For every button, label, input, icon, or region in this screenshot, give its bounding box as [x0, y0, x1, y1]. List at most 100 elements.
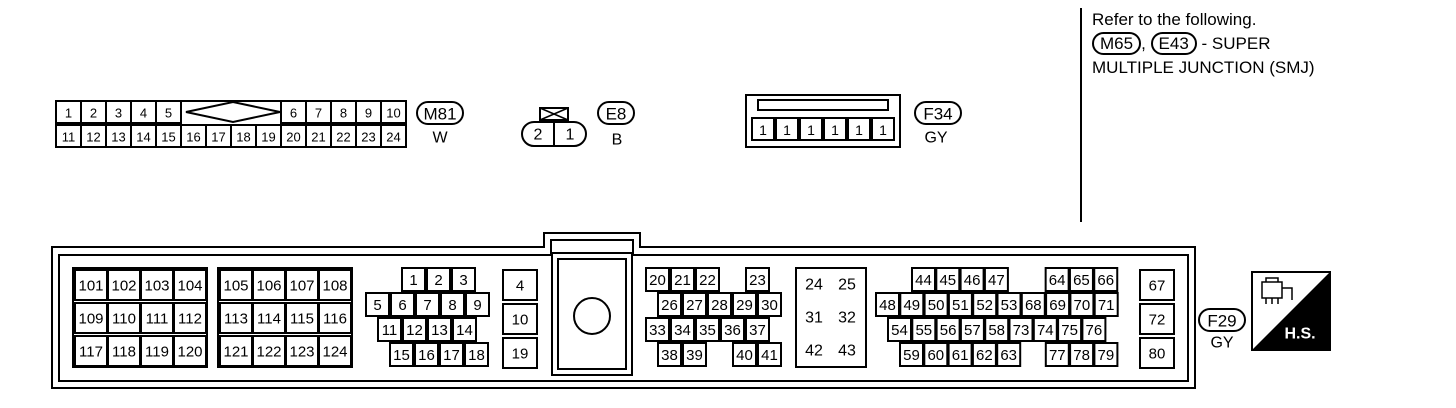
- f29-pin-24: 24: [805, 277, 823, 294]
- f29-pin-8: 8: [448, 297, 456, 314]
- f29-pin-22-cell: [695, 267, 720, 292]
- f29-pin-19: 19: [512, 346, 529, 363]
- f34-pin-3: 1: [831, 122, 839, 138]
- f29-pin-110: 110: [112, 311, 136, 328]
- reference-note-line3: MULTIPLE JUNCTION (SMJ): [1092, 58, 1315, 77]
- f34-id: F34: [923, 105, 952, 124]
- f29-pin-6: 6: [398, 297, 406, 314]
- f29-pin-64: 64: [1049, 272, 1066, 289]
- f29-pin-123: 123: [289, 344, 314, 361]
- m81-pin-14: 14: [136, 130, 150, 145]
- f29-pin-40: 40: [736, 347, 753, 364]
- reference-note-line2-rest: - SUPER: [1201, 34, 1271, 53]
- f29-pin-9: 9: [473, 297, 481, 314]
- f29-pin-66: 66: [1097, 272, 1114, 289]
- f29-pin-20: 20: [649, 272, 666, 289]
- f29-pin-122: 122: [256, 344, 281, 361]
- f29-pin-8-cell: [440, 292, 465, 317]
- f29-pin-34: 34: [674, 322, 691, 339]
- f29-pin-18-cell: [464, 342, 489, 367]
- f29-pin-39-cell: [682, 342, 707, 367]
- f29-pin-113: 113: [224, 311, 248, 328]
- f29-pin-17-cell: [439, 342, 464, 367]
- f29-pin-44-cell: [911, 267, 936, 292]
- f29-pin-41-cell: [757, 342, 782, 367]
- m81-pin-19: 19: [261, 130, 275, 145]
- f29-pin-33: 33: [649, 322, 666, 339]
- f29-pin-52: 52: [976, 297, 993, 314]
- f29-pin-48-cell: [875, 292, 900, 317]
- hs-symbol-fill: [1252, 272, 1330, 350]
- f29-pin-112-cell: [173, 302, 207, 334]
- f29-pin-35-cell: [695, 317, 720, 342]
- m81-pin-5-cell: [155, 100, 182, 124]
- f29-pin-103: 103: [144, 278, 169, 295]
- f29-pin-36-cell: [720, 317, 745, 342]
- f29-pin-16: 16: [418, 347, 435, 364]
- m81-pin-6: 6: [290, 106, 297, 121]
- f29-pin-5: 5: [373, 297, 381, 314]
- f29-pin-42: 42: [805, 343, 823, 360]
- f29-pin-50: 50: [928, 297, 945, 314]
- f29-pin-72: 72: [1149, 312, 1166, 329]
- m81-key: [185, 100, 281, 124]
- f29-pin-54: 54: [891, 322, 908, 339]
- m81-pin-18: 18: [236, 130, 250, 145]
- f29-pin-108: 108: [322, 278, 347, 295]
- m81-pin-15: 15: [161, 130, 175, 145]
- f29-color: GY: [1210, 335, 1233, 352]
- f29-block6-frame: [795, 267, 867, 368]
- f34-pin-5-cell: [871, 117, 895, 141]
- f34-pin-1: 1: [783, 122, 791, 138]
- f29-pin-61: 61: [952, 347, 969, 364]
- f29-pin-75-cell: [1057, 317, 1083, 342]
- f29-pin-39: 39: [686, 347, 703, 364]
- f29-pin-49-cell: [899, 292, 925, 317]
- f29-pin-23-cell: [745, 267, 770, 292]
- f29-pin-18: 18: [468, 347, 485, 364]
- f29-pin-105: 105: [223, 278, 248, 295]
- e8-pin-1: 1: [566, 127, 575, 144]
- f29-pin-55: 55: [915, 322, 932, 339]
- f29-pin-65: 65: [1073, 272, 1090, 289]
- f29-pin-59: 59: [903, 347, 920, 364]
- f29-pin-31: 31: [805, 310, 823, 327]
- f29-pin-25: 25: [838, 277, 856, 294]
- m81-pin-8: 8: [340, 106, 347, 121]
- e8-lock-cross: [539, 107, 569, 121]
- f29-pin-115: 115: [290, 311, 314, 328]
- f29-pin-67-cell: [1139, 269, 1175, 301]
- m81-pin-2: 2: [90, 106, 97, 121]
- f29-pin-62: 62: [976, 347, 993, 364]
- f29-pin-66-cell: [1093, 267, 1119, 292]
- f29-pin-43: 43: [838, 343, 856, 360]
- f29-pin-26-cell: [657, 292, 682, 317]
- f29-pin-4: 4: [516, 278, 524, 295]
- m81-pin-1: 1: [65, 106, 72, 121]
- f29-pin-111: 111: [146, 311, 169, 328]
- f29-pin-13-cell: [427, 317, 452, 342]
- f29-pin-53-cell: [996, 292, 1022, 317]
- m81-id-badge: [416, 101, 464, 125]
- f29-pin-27: 27: [686, 297, 703, 314]
- f29-pin-45-cell: [935, 267, 961, 292]
- f29-pin-2-cell: [426, 267, 451, 292]
- f29-pin-56-cell: [935, 317, 961, 342]
- f29-pin-34-cell: [670, 317, 695, 342]
- hs-harness-wires: [1265, 277, 1293, 304]
- f29-pin-35: 35: [699, 322, 716, 339]
- m81-pin-16: 16: [186, 130, 200, 145]
- f29-pin-37: 37: [749, 322, 766, 339]
- m81-pin-7: 7: [315, 106, 322, 121]
- f29-pin-104-cell: [173, 269, 207, 301]
- f29-pin-71-cell: [1093, 292, 1119, 317]
- f29-pin-51-cell: [947, 292, 973, 317]
- f29-pin-30: 30: [761, 297, 778, 314]
- f29-pin-5-cell: [365, 292, 390, 317]
- f29-pin-62-cell: [971, 342, 997, 367]
- f29-pin-53: 53: [1001, 297, 1018, 314]
- f29-pin-1-cell: [401, 267, 426, 292]
- f29-pin-119: 119: [145, 344, 169, 361]
- f29-pin-30-cell: [757, 292, 782, 317]
- f29-pin-52-cell: [972, 292, 998, 317]
